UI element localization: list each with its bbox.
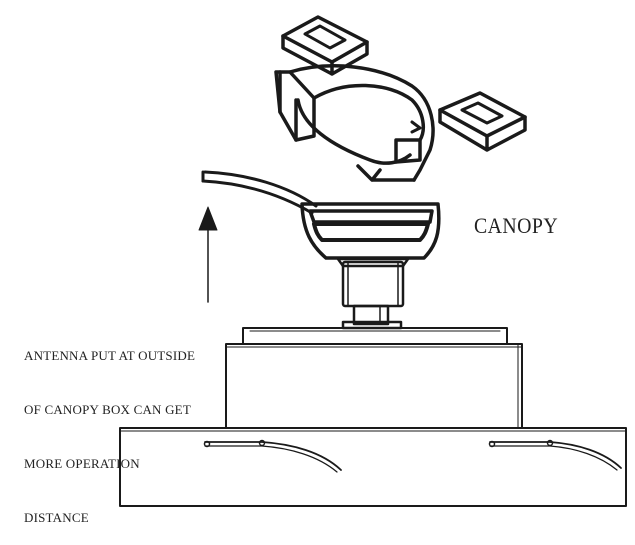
housing-top-plate — [242, 327, 508, 345]
blade-plate-body — [119, 427, 627, 507]
downrod-neck — [352, 304, 390, 326]
coupling-collar — [336, 257, 410, 268]
bracket-left-tab-side — [281, 34, 369, 76]
bracket-left-leg-face — [278, 70, 298, 142]
mounting-bracket — [274, 15, 527, 182]
canopy-rim-outer — [300, 202, 441, 260]
canopy-installation-diagram — [119, 15, 627, 507]
canopy-bowl — [300, 202, 441, 260]
bracket-arm-outer — [288, 64, 435, 182]
motor-housing — [225, 327, 523, 429]
canopy-rim-band — [308, 209, 434, 224]
bracket-foot — [394, 138, 422, 164]
bracket-left-tab-slot — [303, 24, 347, 50]
antenna-note-line: DISTANCE — [24, 510, 89, 525]
antenna-note-line: ANTENNA PUT AT OUTSIDE — [24, 348, 196, 363]
downrod-coupling — [336, 257, 410, 330]
canopy-inner-band — [312, 222, 430, 242]
antenna-note-line: MORE OPERATION — [24, 456, 140, 471]
antenna-note-line: OF CANOPY BOX CAN GET — [24, 402, 191, 417]
bracket-arm-inner — [312, 83, 426, 142]
bracket-notch — [410, 120, 422, 134]
blade-arm-left — [204, 441, 342, 471]
canopy-label: CANOPY — [474, 213, 559, 238]
arrow-icon — [198, 206, 218, 303]
coupling-body — [341, 260, 405, 308]
housing-body — [225, 343, 523, 429]
bracket-foot-tail — [356, 164, 416, 182]
blade-plate — [119, 427, 627, 507]
antenna-wire — [201, 170, 318, 215]
bracket-right-tab-side — [438, 108, 527, 152]
bracket-right-tab-slot — [460, 101, 504, 125]
blade-arm-right — [489, 441, 622, 469]
antenna-note: ANTENNA PUT AT OUTSIDE OF CANOPY BOX CAN… — [24, 311, 195, 545]
